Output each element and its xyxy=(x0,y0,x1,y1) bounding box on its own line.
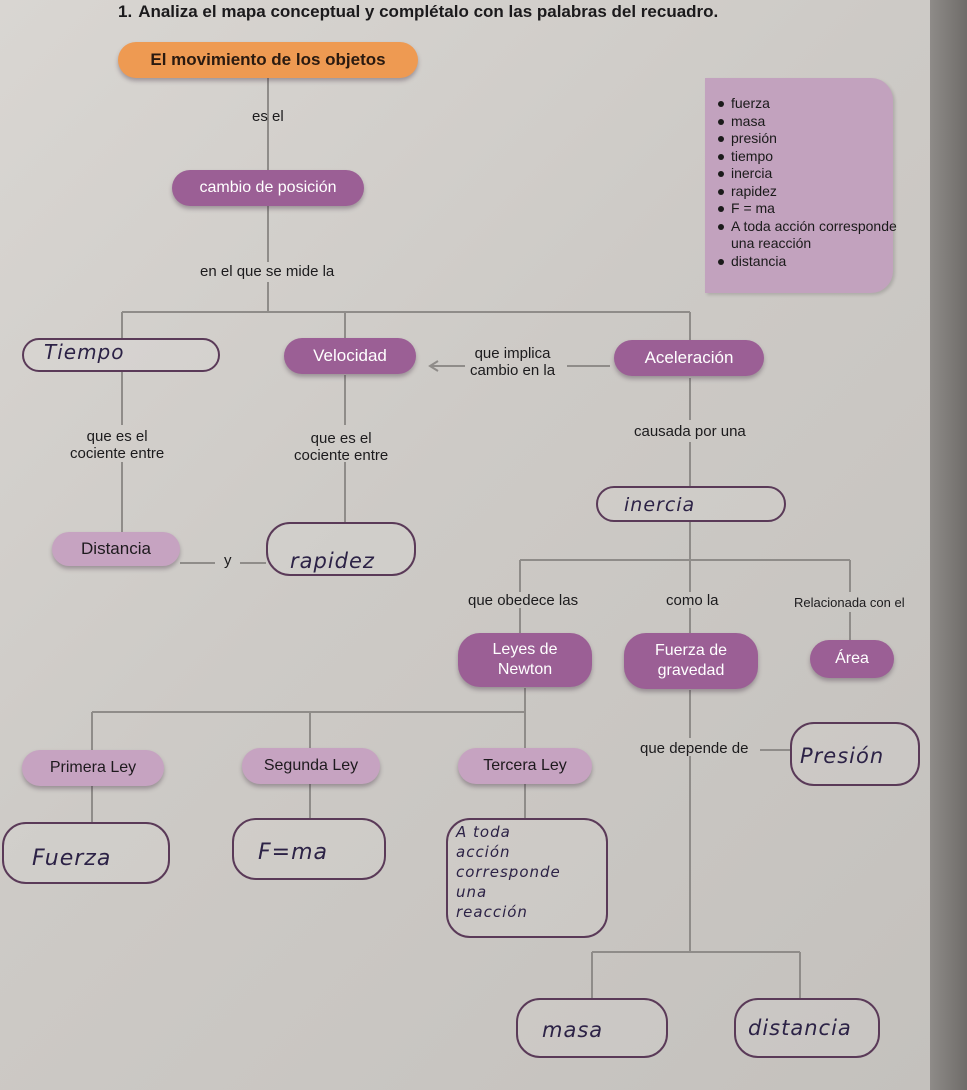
word-box-item: rapidez xyxy=(718,183,911,201)
handwritten-tiempo: Tiempo xyxy=(44,340,125,364)
blank-reaccion[interactable] xyxy=(446,818,608,938)
handwritten-distancia: distancia xyxy=(748,1016,852,1040)
word-box-item: fuerza xyxy=(718,95,911,113)
node-tercera-ley: Tercera Ley xyxy=(458,748,592,784)
node-fuerza-gravedad: Fuerza de gravedad xyxy=(624,633,758,689)
connector-causada: causada por una xyxy=(634,423,746,440)
node-aceleracion: Aceleración xyxy=(614,340,764,376)
blank-masa[interactable] xyxy=(516,998,668,1058)
handwritten-masa: masa xyxy=(542,1018,604,1042)
connector-es-el: es el xyxy=(252,108,284,125)
word-box-item: distancia xyxy=(718,253,911,271)
blank-presion[interactable] xyxy=(790,722,920,786)
node-leyes-newton: Leyes de Newton xyxy=(458,633,592,687)
word-box-item: masa xyxy=(718,113,911,131)
blank-inercia[interactable] xyxy=(596,486,786,522)
exercise-number: 1. xyxy=(118,2,133,21)
blank-rapidez[interactable] xyxy=(266,522,416,576)
word-box-item: F = ma xyxy=(718,200,911,218)
connector-relacionada: Relacionada con el xyxy=(794,595,905,610)
handwritten-rapidez: rapidez xyxy=(290,549,375,573)
exercise-instruction: Analiza el mapa conceptual y complétalo … xyxy=(138,2,719,21)
connector-cociente-2: que es el cociente entre xyxy=(294,430,389,464)
blank-fuerza[interactable] xyxy=(2,822,170,884)
connector-mide: en el que se mide la xyxy=(200,263,335,280)
word-box-item: tiempo xyxy=(718,148,911,166)
connector-depende: que depende de xyxy=(640,740,749,757)
blank-distancia[interactable] xyxy=(734,998,880,1058)
connector-obedece: que obedece las xyxy=(468,592,579,609)
handwritten-fma: F=ma xyxy=(258,840,328,865)
root-node: El movimiento de los objetos xyxy=(118,42,418,78)
blank-fma[interactable] xyxy=(232,818,386,880)
node-velocidad: Velocidad xyxy=(284,338,416,374)
connector-implica: que implica cambio en la xyxy=(470,345,556,379)
handwritten-inercia: inercia xyxy=(624,494,696,516)
handwritten-reaccion: A toda acción corresponde una reacción xyxy=(456,823,561,921)
node-primera-ley: Primera Ley xyxy=(22,750,164,786)
word-box-item: presión xyxy=(718,130,911,148)
page-edge-shadow xyxy=(930,0,967,1090)
connector-y: y xyxy=(224,552,232,569)
exercise-title: 1. Analiza el mapa conceptual y complétal… xyxy=(118,2,718,22)
node-segunda-ley: Segunda Ley xyxy=(242,748,380,784)
handwritten-fuerza: Fuerza xyxy=(32,846,112,871)
word-box-item: inercia xyxy=(718,165,911,183)
node-distancia: Distancia xyxy=(52,532,180,566)
node-area: Área xyxy=(810,640,894,678)
word-box-list: fuerza masa presión tiempo inercia rapid… xyxy=(718,95,911,270)
connector-como: como la xyxy=(666,592,719,609)
connector-cociente-1: que es el cociente entre xyxy=(70,428,165,462)
blank-tiempo[interactable] xyxy=(22,338,220,372)
word-box xyxy=(705,78,893,293)
handwritten-presion: Presión xyxy=(800,744,885,768)
node-cambio-posicion: cambio de posición xyxy=(172,170,364,206)
word-box-item: A toda acción corresponde una reacción xyxy=(718,218,911,253)
